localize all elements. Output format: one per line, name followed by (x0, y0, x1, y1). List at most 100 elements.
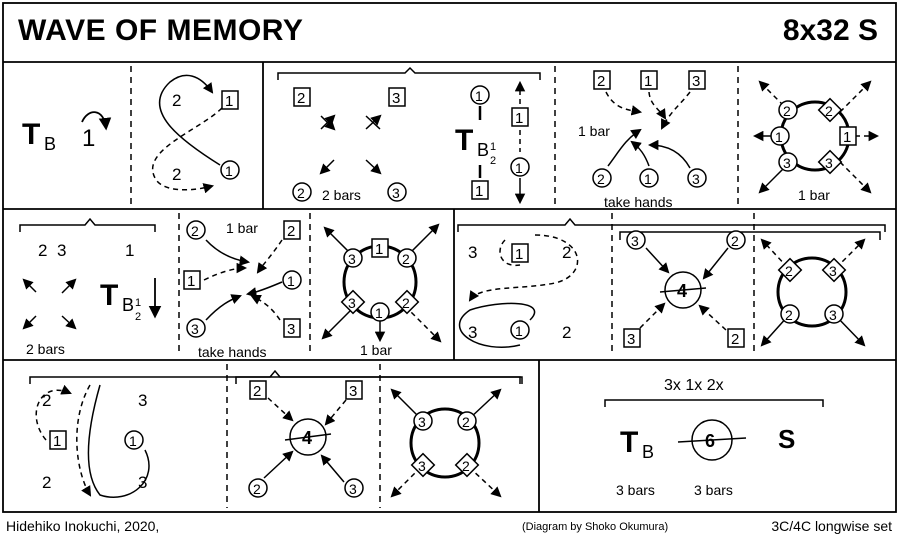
svg-text:1: 1 (287, 273, 295, 289)
svg-text:1: 1 (475, 88, 483, 104)
svg-text:1: 1 (515, 246, 523, 263)
svg-text:3: 3 (627, 331, 635, 348)
svg-text:3: 3 (825, 155, 833, 171)
svg-text:2: 2 (253, 481, 261, 497)
svg-text:3 bars: 3 bars (694, 482, 733, 498)
panel-12-cross: 2 3 1 1 2 3 (29, 369, 523, 498)
bar-dividers (130, 66, 755, 508)
svg-text:1: 1 (644, 171, 652, 187)
svg-text:B: B (122, 295, 134, 315)
svg-text:3: 3 (349, 383, 357, 400)
svg-text:2: 2 (42, 473, 51, 492)
svg-text:3: 3 (348, 251, 356, 267)
panel-15-final: 3x 1x 2x T B 6 S 3 bars 3 bars (604, 377, 824, 498)
svg-text:1: 1 (129, 433, 137, 449)
turn-number: 1 (82, 125, 95, 152)
svg-text:3: 3 (191, 321, 199, 337)
svg-text:3 bars: 3 bars (616, 482, 655, 498)
svg-text:3: 3 (348, 295, 356, 311)
svg-text:1: 1 (375, 241, 383, 258)
panel-13-lead-to-four: 4 2 3 2 3 (235, 376, 521, 498)
svg-text:2: 2 (562, 243, 571, 262)
svg-text:2: 2 (731, 233, 739, 249)
svg-text:1: 1 (187, 273, 195, 290)
tb-label-B: B (44, 134, 56, 154)
panel-8-circle: 3 1 2 3 1 2 1 bar (321, 223, 442, 358)
svg-text:1 bar: 1 bar (798, 187, 830, 203)
turn-arrow (81, 111, 112, 131)
tb-label-T: T (22, 118, 40, 151)
panel-11-circle: 2 3 2 3 (760, 238, 866, 347)
svg-text:2: 2 (297, 90, 305, 107)
svg-text:2 bars: 2 bars (26, 341, 65, 357)
svg-text:2: 2 (402, 295, 410, 311)
panel-1-turn: T B 1 (22, 111, 112, 154)
setting: S (778, 424, 795, 454)
svg-text:3: 3 (829, 307, 837, 323)
svg-text:2: 2 (287, 223, 295, 240)
svg-text:T: T (455, 124, 473, 157)
svg-text:3: 3 (418, 414, 426, 430)
svg-text:3: 3 (138, 473, 147, 492)
svg-text:3: 3 (287, 321, 295, 338)
author-credit: Hidehiko Inokuchi, 2020, (6, 518, 160, 534)
svg-text:2: 2 (172, 165, 181, 184)
svg-text:2: 2 (253, 383, 261, 400)
svg-text:3: 3 (349, 481, 357, 497)
svg-text:2: 2 (462, 458, 470, 474)
svg-text:1: 1 (843, 129, 851, 146)
svg-text:1: 1 (515, 160, 523, 176)
svg-text:2: 2 (783, 103, 791, 119)
panel-5-circle: 2 2 1 1 3 3 1 bar (752, 80, 880, 203)
svg-text:2: 2 (597, 73, 605, 90)
svg-text:3: 3 (468, 243, 477, 262)
svg-text:3: 3 (138, 391, 147, 410)
svg-text:1: 1 (515, 323, 523, 339)
svg-text:3: 3 (468, 323, 477, 342)
duration-2-bars: 2 bars (322, 187, 361, 203)
svg-text:1 bar: 1 bar (360, 342, 392, 358)
svg-text:B: B (642, 442, 654, 462)
svg-text:3: 3 (783, 155, 791, 171)
svg-text:2: 2 (462, 414, 470, 430)
svg-text:2: 2 (135, 311, 141, 323)
svg-text:3: 3 (57, 241, 66, 260)
svg-text:3: 3 (692, 171, 700, 187)
svg-text:1: 1 (225, 93, 233, 110)
svg-text:2: 2 (38, 241, 47, 260)
svg-text:1: 1 (135, 297, 141, 309)
svg-text:1: 1 (53, 433, 61, 450)
svg-text:1: 1 (490, 141, 496, 153)
svg-text:3: 3 (631, 233, 639, 249)
panel-7-take-hands: 2 2 1 1 3 3 1 bar take hands (183, 220, 302, 360)
dance-formation: 8x32 S (782, 14, 878, 47)
svg-text:3: 3 (392, 90, 400, 107)
svg-text:3: 3 (829, 263, 837, 279)
svg-text:1: 1 (225, 163, 233, 179)
svg-text:2: 2 (402, 251, 410, 267)
svg-text:2: 2 (191, 223, 199, 239)
svg-text:2: 2 (825, 103, 833, 119)
circle-four: 4 (677, 281, 687, 301)
svg-text:2: 2 (490, 155, 496, 167)
panel-6-set-advance: 2 3 1 T B 1 2 2 bars (19, 217, 162, 357)
frame (2, 2, 897, 513)
svg-text:T: T (100, 279, 118, 312)
svg-text:1 bar: 1 bar (226, 220, 258, 236)
svg-text:1: 1 (375, 305, 383, 321)
svg-text:1 bar: 1 bar (578, 123, 610, 139)
svg-text:4: 4 (302, 428, 312, 448)
panel-3-set-advance: 2 3 2 3 2 bars T B 1 2 1 1 1 1 (277, 66, 541, 205)
svg-text:1: 1 (644, 73, 652, 90)
svg-text:1: 1 (515, 110, 523, 127)
set-type: 3C/4C longwise set (771, 518, 892, 534)
panel-10-lead-to-four: 4 3 2 3 2 (619, 230, 881, 348)
svg-text:2: 2 (42, 391, 51, 410)
svg-text:1: 1 (775, 129, 783, 145)
svg-text:2: 2 (785, 307, 793, 323)
svg-text:2: 2 (297, 185, 305, 201)
circle-six: 6 (705, 431, 715, 451)
take-hands-label: take hands (604, 194, 673, 210)
dance-title: WAVE OF MEMORY (18, 14, 304, 47)
